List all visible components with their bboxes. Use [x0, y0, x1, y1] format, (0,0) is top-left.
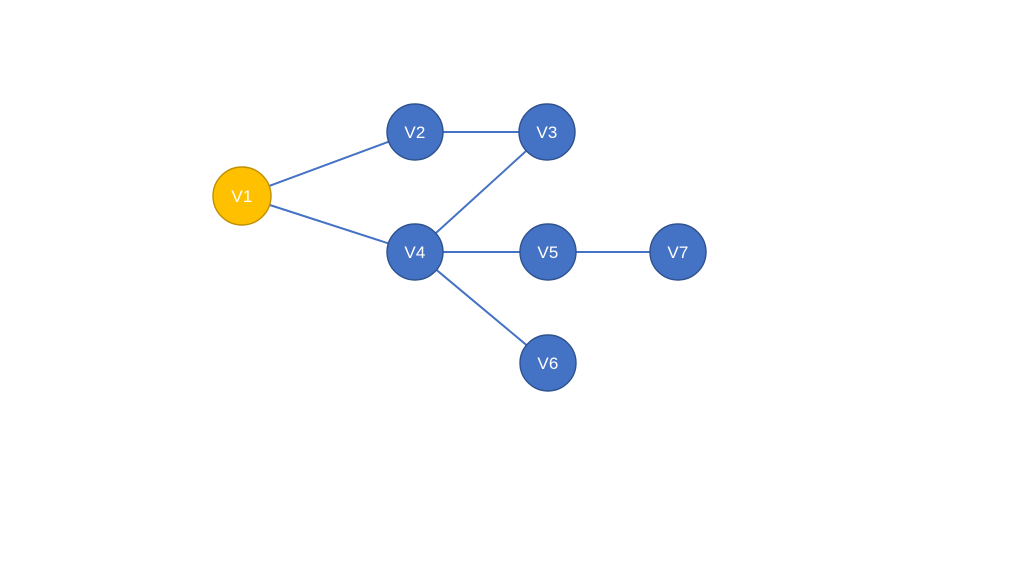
graph-node-v3[interactable]: V3 — [518, 103, 576, 161]
graph-node-circle-v2[interactable] — [386, 103, 444, 161]
graph-edge-v4-v6 — [434, 268, 529, 347]
graph-edge-v1-v4 — [267, 203, 391, 245]
graph-node-circle-v1[interactable] — [212, 166, 272, 226]
graph-node-circle-v3[interactable] — [518, 103, 576, 161]
graph-node-v4[interactable]: V4 — [386, 223, 444, 281]
graph-node-circle-v4[interactable] — [386, 223, 444, 281]
graph-node-circle-v6[interactable] — [519, 334, 577, 392]
graph-node-v1[interactable]: V1 — [212, 166, 272, 226]
graph-node-v6[interactable]: V6 — [519, 334, 577, 392]
edge-layer — [267, 131, 652, 347]
graph-node-v5[interactable]: V5 — [519, 223, 577, 281]
graph-node-circle-v7[interactable] — [649, 223, 707, 281]
graph-edge-v1-v2 — [267, 140, 391, 188]
graph-edge-v3-v4 — [433, 149, 529, 235]
graph-node-v2[interactable]: V2 — [386, 103, 444, 161]
graph-node-circle-v5[interactable] — [519, 223, 577, 281]
graph-node-v7[interactable]: V7 — [649, 223, 707, 281]
